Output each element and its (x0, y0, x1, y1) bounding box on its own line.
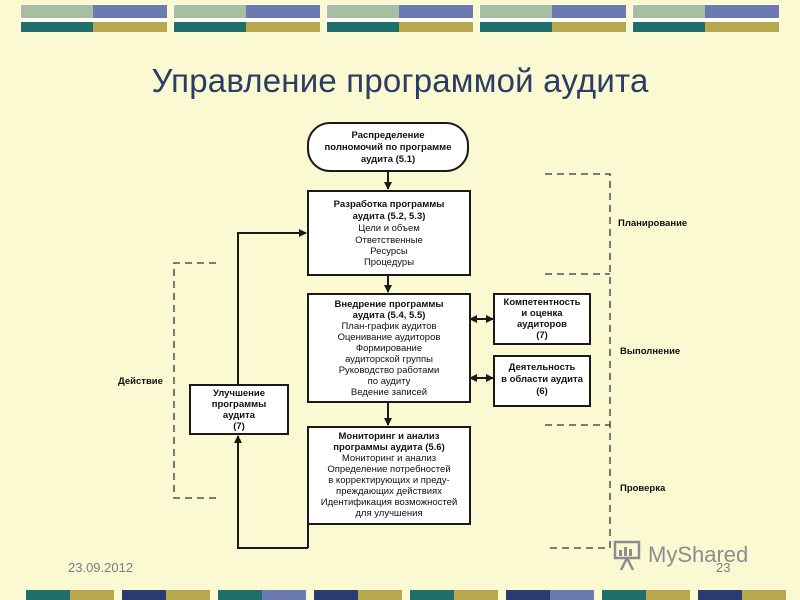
box-improvement-line: Улучшение (213, 388, 265, 399)
box-monitoring (307, 426, 471, 525)
box-distribution (307, 122, 469, 172)
box-implementation (307, 293, 471, 403)
myshared-logo: MyShared (612, 538, 762, 572)
box-development (307, 190, 471, 276)
box-development-line: Процедуры (364, 257, 414, 268)
band-tile (698, 590, 786, 600)
arrow-improvement-to-development (237, 229, 307, 385)
box-implementation-line: аудиторской группы (345, 354, 433, 365)
bracket-action (173, 262, 216, 499)
band-tile (632, 4, 779, 32)
box-development-line: Ответственные (355, 235, 423, 246)
box-monitoring-line: программы аудита (5.6) (333, 442, 445, 453)
phase-label-action: Действие (118, 376, 163, 387)
bottom-decorative-band (0, 590, 800, 600)
box-improvement (189, 384, 289, 435)
box-implementation-line: План-график аудитов (341, 321, 436, 332)
box-competence-line: (7) (536, 330, 548, 341)
box-competence-line: аудиторов (517, 319, 567, 330)
band-tile (479, 4, 626, 32)
box-implementation-line: аудита (5.4, 5.5) (353, 310, 426, 321)
footer-page-number: 23 (716, 560, 731, 575)
box-implementation-line: Внедрение программы (334, 299, 443, 310)
box-monitoring-line: Мониторинг и анализ (339, 431, 440, 442)
box-distribution-line: полномочий по программе (325, 142, 452, 153)
box-monitoring-line: для улучшения (355, 508, 422, 519)
box-implementation-line: Руководство работами (339, 365, 440, 376)
box-implementation-line: по аудиту (368, 376, 411, 387)
box-implementation-line: Ведение записей (351, 387, 427, 398)
box-monitoring-line: преждающих действиях (336, 486, 442, 497)
footer-date: 23.09.2012 (68, 560, 134, 575)
box-activity-line: в области аудита (501, 374, 584, 385)
slide-title: Управление программой аудита (151, 62, 649, 99)
box-improvement-line: программы (212, 399, 267, 410)
band-tile (602, 590, 690, 600)
band-tile (326, 4, 473, 32)
box-competence-line: Компетентность (504, 297, 581, 308)
band-tile (506, 590, 594, 600)
box-implementation-line: Формирование (356, 343, 422, 354)
box-improvement-line: аудита (223, 410, 256, 421)
presentation-board-icon (613, 540, 641, 571)
box-activity-line: Деятельность (509, 362, 576, 373)
box-distribution-line: аудита (5.1) (361, 154, 415, 165)
box-development-line: Цели и объем (358, 223, 420, 234)
band-tile (26, 590, 114, 600)
box-monitoring-line: в корректирующих и преду- (328, 475, 449, 486)
band-tile (122, 590, 210, 600)
box-development-line: Ресурсы (370, 246, 408, 257)
box-activity (493, 355, 591, 407)
band-tile (173, 4, 320, 32)
box-distribution-line: Распределение (352, 130, 425, 141)
box-competence (493, 293, 591, 345)
band-tile (218, 590, 306, 600)
box-development-line: Разработка программы (334, 199, 445, 210)
arrow-monitoring-to-improvement (234, 435, 308, 549)
box-activity-line: (6) (536, 386, 548, 397)
phase-label-execution: Выполнение (620, 346, 680, 357)
bracket-phases-top (545, 173, 611, 549)
box-monitoring-line: Мониторинг и анализ (342, 453, 436, 464)
top-decorative-band (0, 4, 800, 36)
box-improvement-line: (7) (233, 421, 245, 432)
band-tile (314, 590, 402, 600)
logo-text: MyShared (648, 542, 749, 567)
band-tile (410, 590, 498, 600)
box-monitoring-line: Идентификация возможностей (321, 497, 458, 508)
box-competence-line: и оценка (521, 308, 563, 319)
phase-label-planning: Планирование (618, 218, 687, 229)
box-monitoring-line: Определение потребностей (327, 464, 450, 475)
box-implementation-line: Оценивание аудиторов (338, 332, 441, 343)
band-tile (20, 4, 167, 32)
box-development-line: аудита (5.2, 5.3) (353, 211, 426, 222)
phase-label-check: Проверка (620, 483, 666, 494)
